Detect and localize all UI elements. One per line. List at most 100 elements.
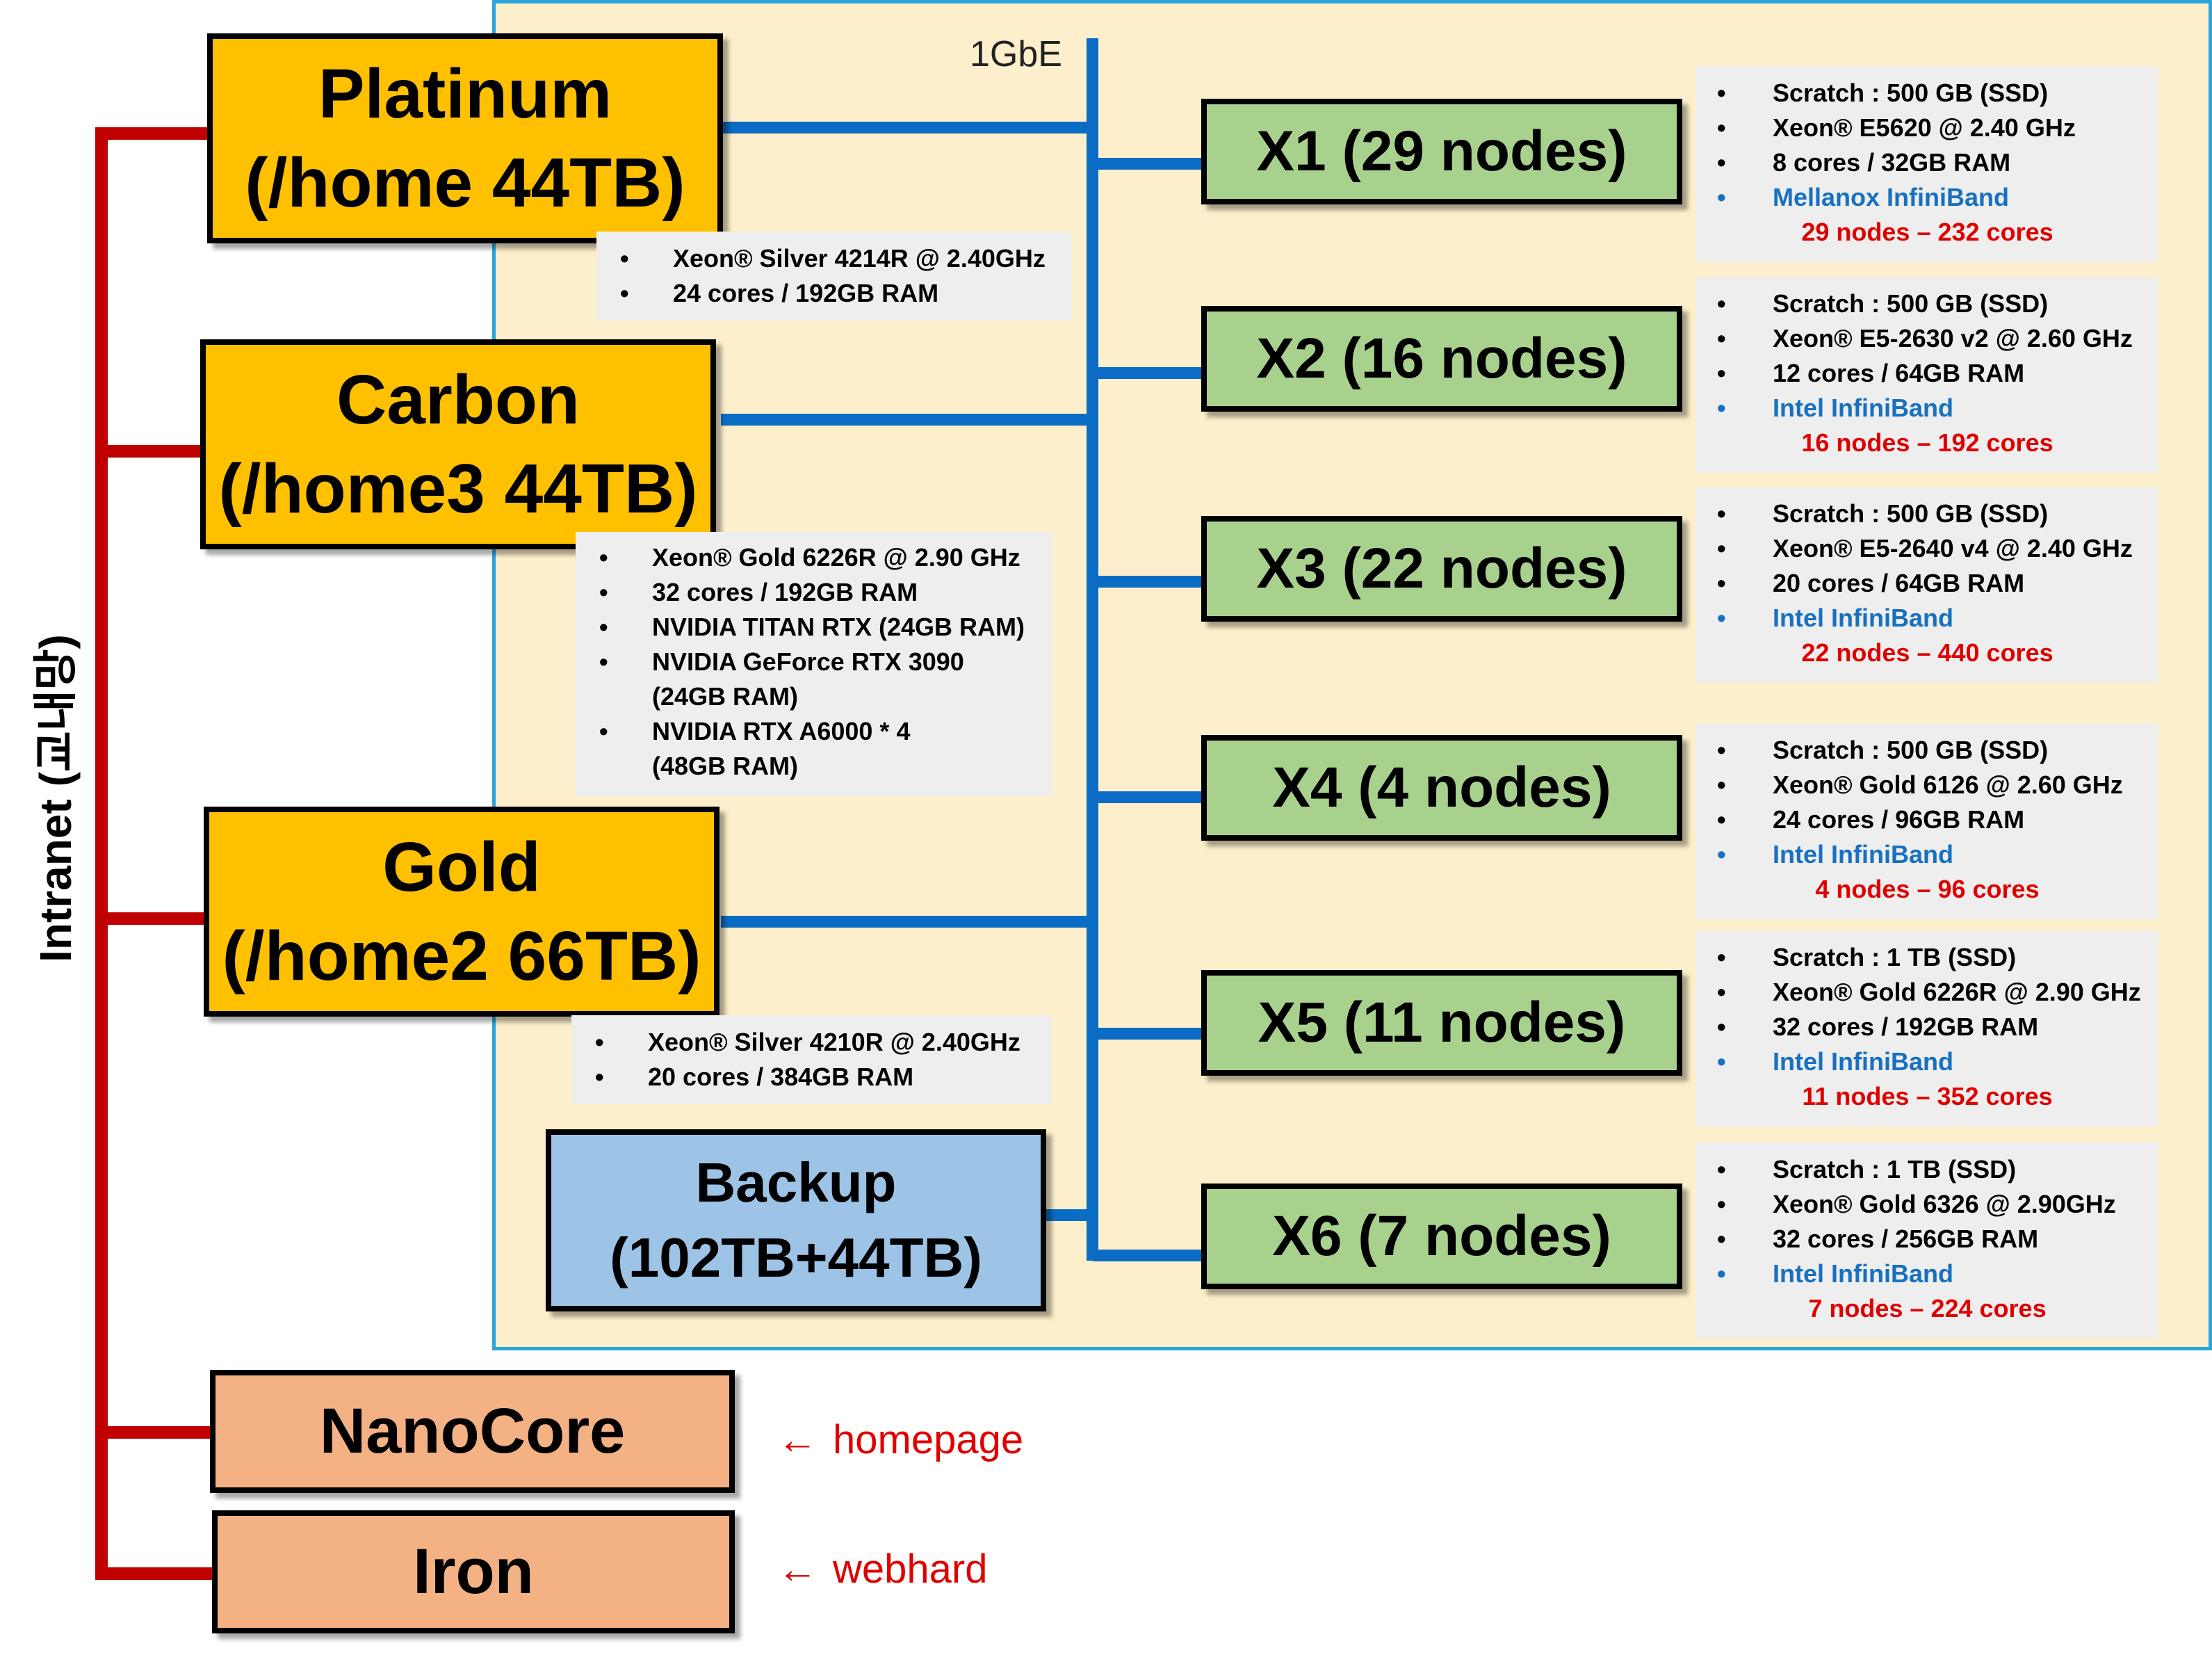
intranet-link-iron bbox=[95, 1567, 217, 1580]
spec-line: 20 cores / 384GB RAM bbox=[571, 1060, 1051, 1094]
iron-note-text: webhard bbox=[833, 1546, 988, 1592]
gold-mount: (/home2 66TB) bbox=[222, 917, 701, 995]
left-arrow-icon: ← bbox=[777, 1416, 818, 1462]
backup-size: (102TB+44TB) bbox=[610, 1227, 982, 1289]
gold-server: Gold (/home2 66TB) bbox=[204, 807, 719, 1017]
interconnect-line: Mellanox InfiniBand bbox=[1696, 180, 2158, 215]
spec-line: 32 cores / 192GB RAM bbox=[576, 575, 1052, 610]
x1-spec-box: Scratch : 500 GB (SSD) Xeon® E5620 @ 2.4… bbox=[1696, 66, 2158, 262]
node-group-x4: X4 (4 nodes) bbox=[1201, 735, 1682, 841]
net-link-platinum bbox=[721, 122, 1093, 134]
spec-line: 12 cores / 64GB RAM bbox=[1696, 356, 2158, 391]
network-bus-line bbox=[1087, 38, 1098, 1261]
node-total: 16 nodes – 192 cores bbox=[1801, 428, 2054, 457]
node-label: X1 (29 nodes) bbox=[1256, 120, 1627, 183]
net-link-x2 bbox=[1093, 367, 1204, 379]
interconnect-line: Intel InfiniBand bbox=[1696, 601, 2158, 636]
node-group-x3: X3 (22 nodes) bbox=[1201, 516, 1682, 622]
platinum-spec-box: Xeon® Silver 4214R @ 2.40GHz 24 cores / … bbox=[596, 232, 1071, 321]
spec-line: NVIDIA TITAN RTX (24GB RAM) bbox=[576, 610, 1052, 645]
net-link-x6 bbox=[1093, 1250, 1204, 1261]
platinum-name: Platinum bbox=[318, 55, 612, 133]
spec-line: Xeon® Gold 6226R @ 2.90 GHz bbox=[576, 540, 1052, 575]
node-label: X5 (11 nodes) bbox=[1258, 991, 1626, 1054]
intranet-link-platinum bbox=[95, 127, 210, 140]
interconnect-line: Intel InfiniBand bbox=[1696, 1044, 2158, 1079]
node-total: 29 nodes – 232 cores bbox=[1801, 218, 2054, 246]
node-group-x1: X1 (29 nodes) bbox=[1201, 99, 1682, 204]
node-total: 4 nodes – 96 cores bbox=[1815, 875, 2040, 903]
nanocore-note: ← homepage bbox=[777, 1412, 1023, 1467]
gold-spec-box: Xeon® Silver 4210R @ 2.40GHz 20 cores / … bbox=[571, 1015, 1051, 1104]
spec-line: Xeon® E5620 @ 2.40 GHz bbox=[1696, 111, 2158, 145]
spec-line: Scratch : 1 TB (SSD) bbox=[1696, 1152, 2158, 1187]
spec-line: 24 cores / 192GB RAM bbox=[596, 276, 1071, 311]
net-link-gold bbox=[721, 916, 1093, 928]
iron-server: Iron bbox=[212, 1510, 735, 1633]
node-group-x6: X6 (7 nodes) bbox=[1201, 1184, 1682, 1289]
net-link-x5 bbox=[1093, 1028, 1204, 1040]
intranet-bus-line bbox=[95, 127, 108, 1580]
network-label: 1GbE bbox=[970, 34, 1062, 74]
spec-line: Xeon® E5-2640 v4 @ 2.40 GHz bbox=[1696, 531, 2158, 566]
platinum-mount: (/home 44TB) bbox=[245, 144, 685, 222]
spec-line: Xeon® E5-2630 v2 @ 2.60 GHz bbox=[1696, 321, 2158, 356]
spec-line: Scratch : 1 TB (SSD) bbox=[1696, 940, 2158, 975]
iron-note: ← webhard bbox=[777, 1541, 987, 1597]
x3-spec-box: Scratch : 500 GB (SSD) Xeon® E5-2640 v4 … bbox=[1696, 487, 2158, 683]
x5-spec-box: Scratch : 1 TB (SSD) Xeon® Gold 6226R @ … bbox=[1696, 930, 2158, 1126]
carbon-name: Carbon bbox=[336, 361, 580, 439]
net-link-carbon bbox=[721, 414, 1093, 426]
net-link-x1 bbox=[1093, 158, 1204, 170]
intranet-link-carbon bbox=[95, 445, 203, 458]
x4-spec-box: Scratch : 500 GB (SSD) Xeon® Gold 6126 @… bbox=[1696, 723, 2158, 919]
nanocore-note-text: homepage bbox=[833, 1416, 1024, 1462]
backup-name: Backup bbox=[695, 1152, 897, 1213]
spec-line: 24 cores / 96GB RAM bbox=[1696, 802, 2158, 837]
left-arrow-icon: ← bbox=[777, 1546, 818, 1592]
node-group-x5: X5 (11 nodes) bbox=[1201, 970, 1682, 1076]
spec-line: Xeon® Gold 6226R @ 2.90 GHz bbox=[1696, 975, 2158, 1010]
intranet-label: Intranet (교내망) bbox=[31, 634, 81, 962]
net-link-x3 bbox=[1093, 576, 1204, 588]
spec-line: Scratch : 500 GB (SSD) bbox=[1696, 76, 2158, 111]
nanocore-name: NanoCore bbox=[319, 1396, 626, 1467]
gold-name: Gold bbox=[382, 828, 541, 906]
nanocore-server: NanoCore bbox=[210, 1370, 735, 1493]
intranet-link-nanocore bbox=[95, 1426, 213, 1439]
spec-line: 32 cores / 192GB RAM bbox=[1696, 1010, 2158, 1044]
spec-line: NVIDIA GeForce RTX 3090 (24GB RAM) bbox=[576, 645, 1052, 714]
interconnect-line: Intel InfiniBand bbox=[1696, 837, 2158, 872]
iron-name: Iron bbox=[413, 1536, 534, 1607]
spec-line: 8 cores / 32GB RAM bbox=[1696, 145, 2158, 180]
carbon-spec-box: Xeon® Gold 6226R @ 2.90 GHz 32 cores / 1… bbox=[576, 532, 1052, 796]
node-total: 11 nodes – 352 cores bbox=[1802, 1082, 2053, 1110]
spec-line: Scratch : 500 GB (SSD) bbox=[1696, 733, 2158, 768]
node-label: X4 (4 nodes) bbox=[1272, 756, 1611, 819]
spec-line: Xeon® Gold 6326 @ 2.90GHz bbox=[1696, 1187, 2158, 1222]
intranet-link-gold bbox=[95, 912, 206, 925]
platinum-server: Platinum (/home 44TB) bbox=[207, 33, 723, 243]
spec-line: Xeon® Silver 4214R @ 2.40GHz bbox=[596, 241, 1071, 276]
carbon-mount: (/home3 44TB) bbox=[218, 450, 698, 528]
spec-line: Xeon® Gold 6126 @ 2.60 GHz bbox=[1696, 768, 2158, 802]
x6-spec-box: Scratch : 1 TB (SSD) Xeon® Gold 6326 @ 2… bbox=[1696, 1142, 2158, 1339]
spec-line: Xeon® Silver 4210R @ 2.40GHz bbox=[571, 1025, 1051, 1060]
interconnect-line: Intel InfiniBand bbox=[1696, 391, 2158, 426]
node-total: 7 nodes – 224 cores bbox=[1808, 1294, 2047, 1323]
node-label: X6 (7 nodes) bbox=[1272, 1204, 1611, 1268]
interconnect-line: Intel InfiniBand bbox=[1696, 1257, 2158, 1291]
net-link-x4 bbox=[1093, 791, 1204, 803]
node-total: 22 nodes – 440 cores bbox=[1801, 638, 2054, 667]
spec-line: 20 cores / 64GB RAM bbox=[1696, 566, 2158, 601]
carbon-server: Carbon (/home3 44TB) bbox=[200, 339, 716, 549]
spec-line: NVIDIA RTX A6000 * 4 (48GB RAM) bbox=[576, 714, 1052, 784]
node-label: X3 (22 nodes) bbox=[1256, 537, 1627, 600]
backup-server: Backup (102TB+44TB) bbox=[546, 1129, 1046, 1311]
spec-line: Scratch : 500 GB (SSD) bbox=[1696, 496, 2158, 531]
node-group-x2: X2 (16 nodes) bbox=[1201, 306, 1682, 412]
x2-spec-box: Scratch : 500 GB (SSD) Xeon® E5-2630 v2 … bbox=[1696, 277, 2158, 473]
spec-line: 32 cores / 256GB RAM bbox=[1696, 1222, 2158, 1257]
net-link-backup bbox=[1043, 1209, 1093, 1221]
spec-line: Scratch : 500 GB (SSD) bbox=[1696, 286, 2158, 321]
